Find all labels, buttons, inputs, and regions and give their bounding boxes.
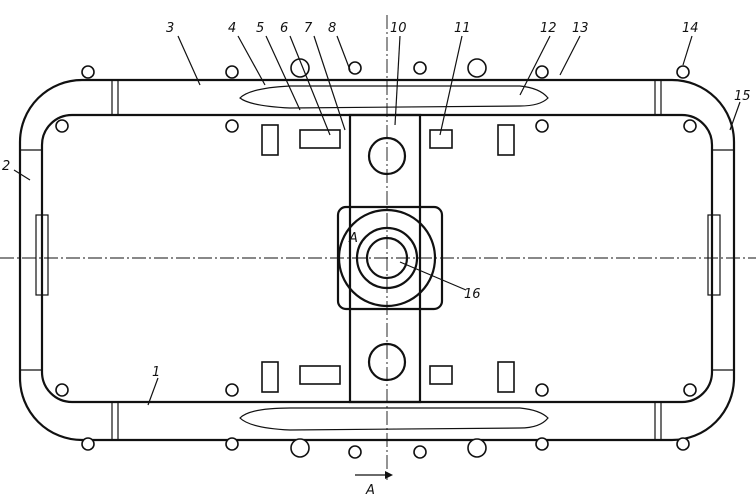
label-4: 4	[228, 21, 236, 36]
frame-joints	[20, 80, 734, 440]
leader-lines	[13, 35, 741, 476]
label-13: 13	[572, 21, 589, 36]
label-3: 3	[166, 21, 174, 36]
label-5: 5	[256, 21, 264, 36]
label-7: 7	[304, 21, 313, 36]
label-10: 10	[390, 21, 407, 36]
label-16: 16	[464, 287, 481, 302]
section-arrow-icon	[385, 471, 393, 479]
section-label-a-bottom: A	[365, 483, 375, 498]
center-crossbeam	[348, 113, 422, 404]
mounting-brackets	[55, 58, 697, 459]
bottom-plate	[239, 407, 549, 431]
label-12: 12	[540, 21, 557, 36]
label-2: 2	[2, 159, 10, 174]
section-label-a: A	[348, 231, 358, 246]
top-plate	[239, 85, 549, 109]
label-8: 8	[328, 21, 336, 36]
label-6: 6	[280, 21, 288, 36]
outer-frame-contour	[18, 78, 736, 442]
inner-frame-contour	[40, 113, 714, 404]
label-1: 1	[152, 365, 160, 380]
label-11: 11	[454, 21, 471, 36]
label-15: 15	[734, 89, 751, 104]
label-14: 14	[682, 21, 699, 36]
